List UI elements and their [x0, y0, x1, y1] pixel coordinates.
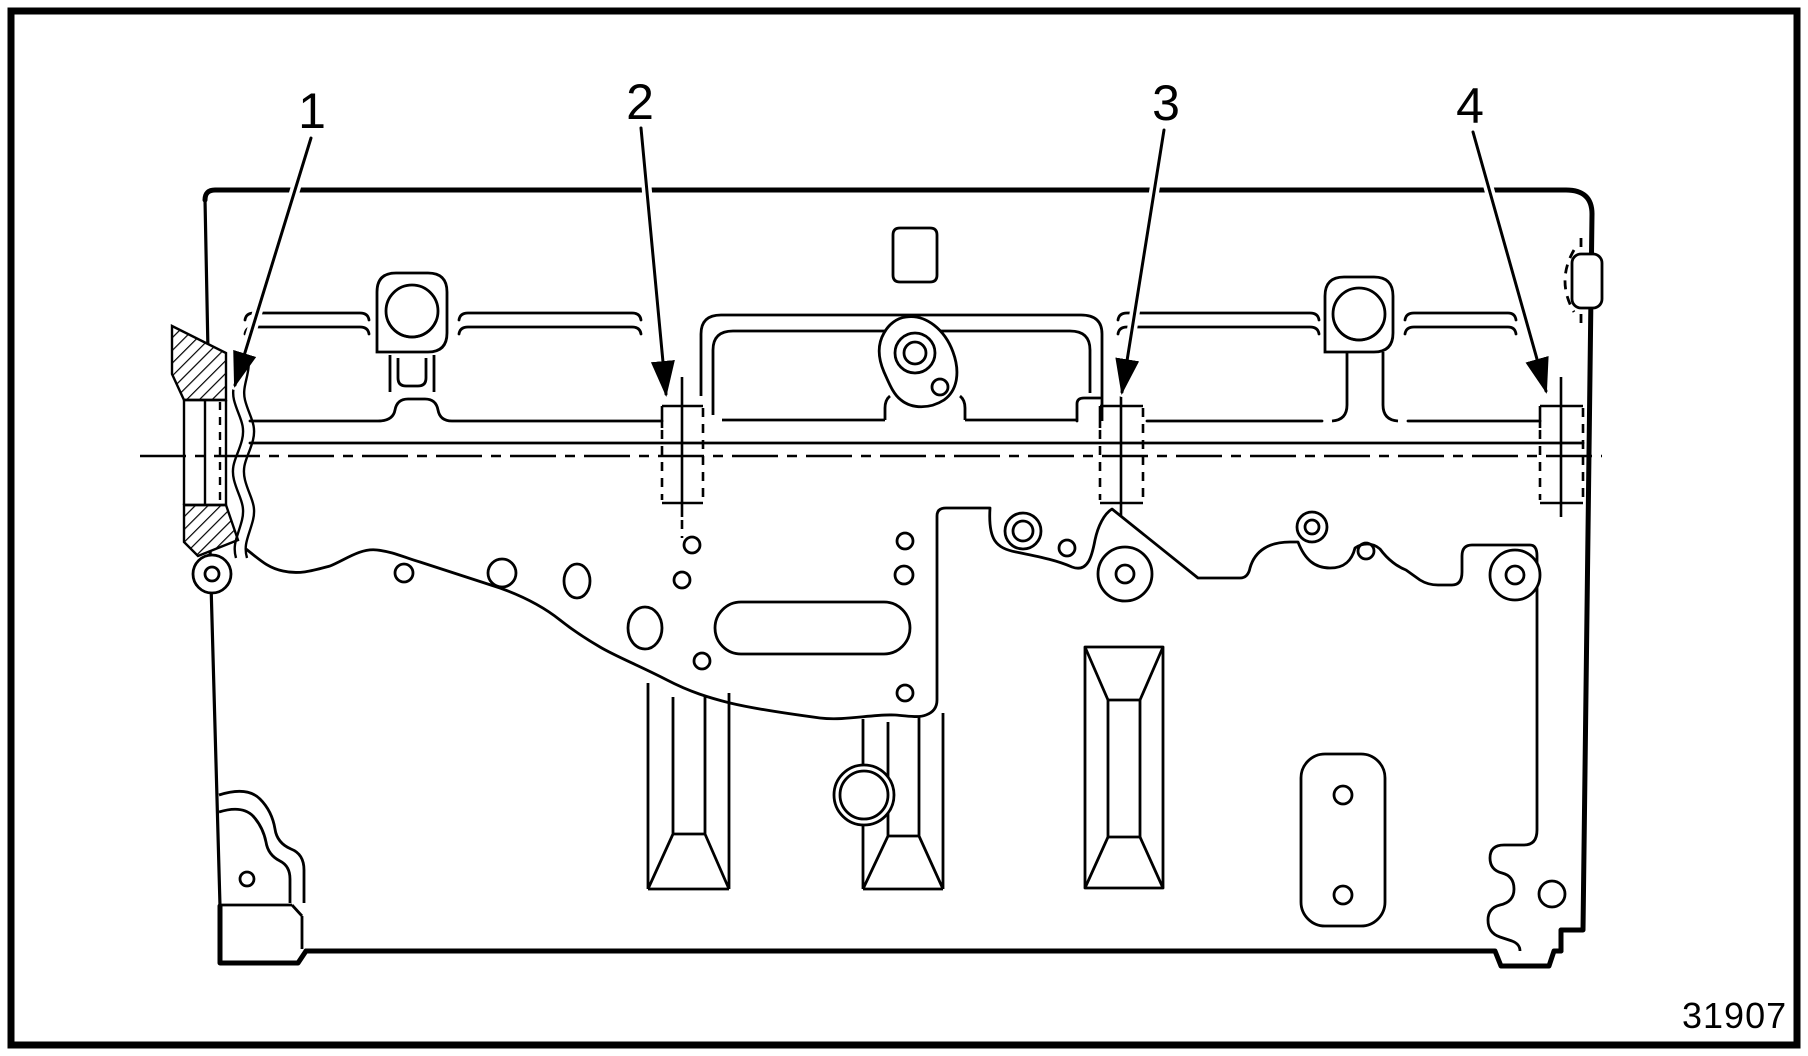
web-channels: [646, 645, 1165, 891]
section-break-contour: [245, 506, 1539, 952]
callout-leaders: [230, 123, 1551, 399]
bearing-4-bore: [1538, 377, 1585, 517]
callout-label-4: 4: [1456, 78, 1484, 134]
left-cam-boss: [375, 271, 449, 392]
side-rails: [243, 311, 1585, 445]
callout-label-3: 3: [1152, 75, 1180, 131]
face-holes: [191, 510, 1567, 909]
right-cam-boss: [1323, 275, 1399, 423]
mounting-plate: [1299, 752, 1387, 928]
right-edge-tab: [1563, 238, 1604, 326]
bearing-3-bore: [1098, 377, 1145, 517]
leader-arrow-3-icon: [1115, 128, 1166, 395]
top-center-hole: [891, 226, 939, 284]
figure-number: 31907: [1682, 995, 1788, 1036]
pad-window: [699, 313, 1104, 422]
leader-arrow-2-icon: [639, 126, 675, 397]
callout-label-2: 2: [626, 74, 654, 130]
bearing-1-section: [170, 324, 256, 559]
bearing-2-bore: [660, 377, 705, 538]
bottom-left-foot: [218, 789, 306, 949]
teardrop-boss: [877, 315, 959, 409]
leader-arrow-4-icon: [1471, 130, 1549, 394]
block-outline: [202, 187, 1595, 969]
callout-label-1: 1: [298, 83, 326, 139]
leader-arrow-1-icon: [233, 136, 313, 388]
